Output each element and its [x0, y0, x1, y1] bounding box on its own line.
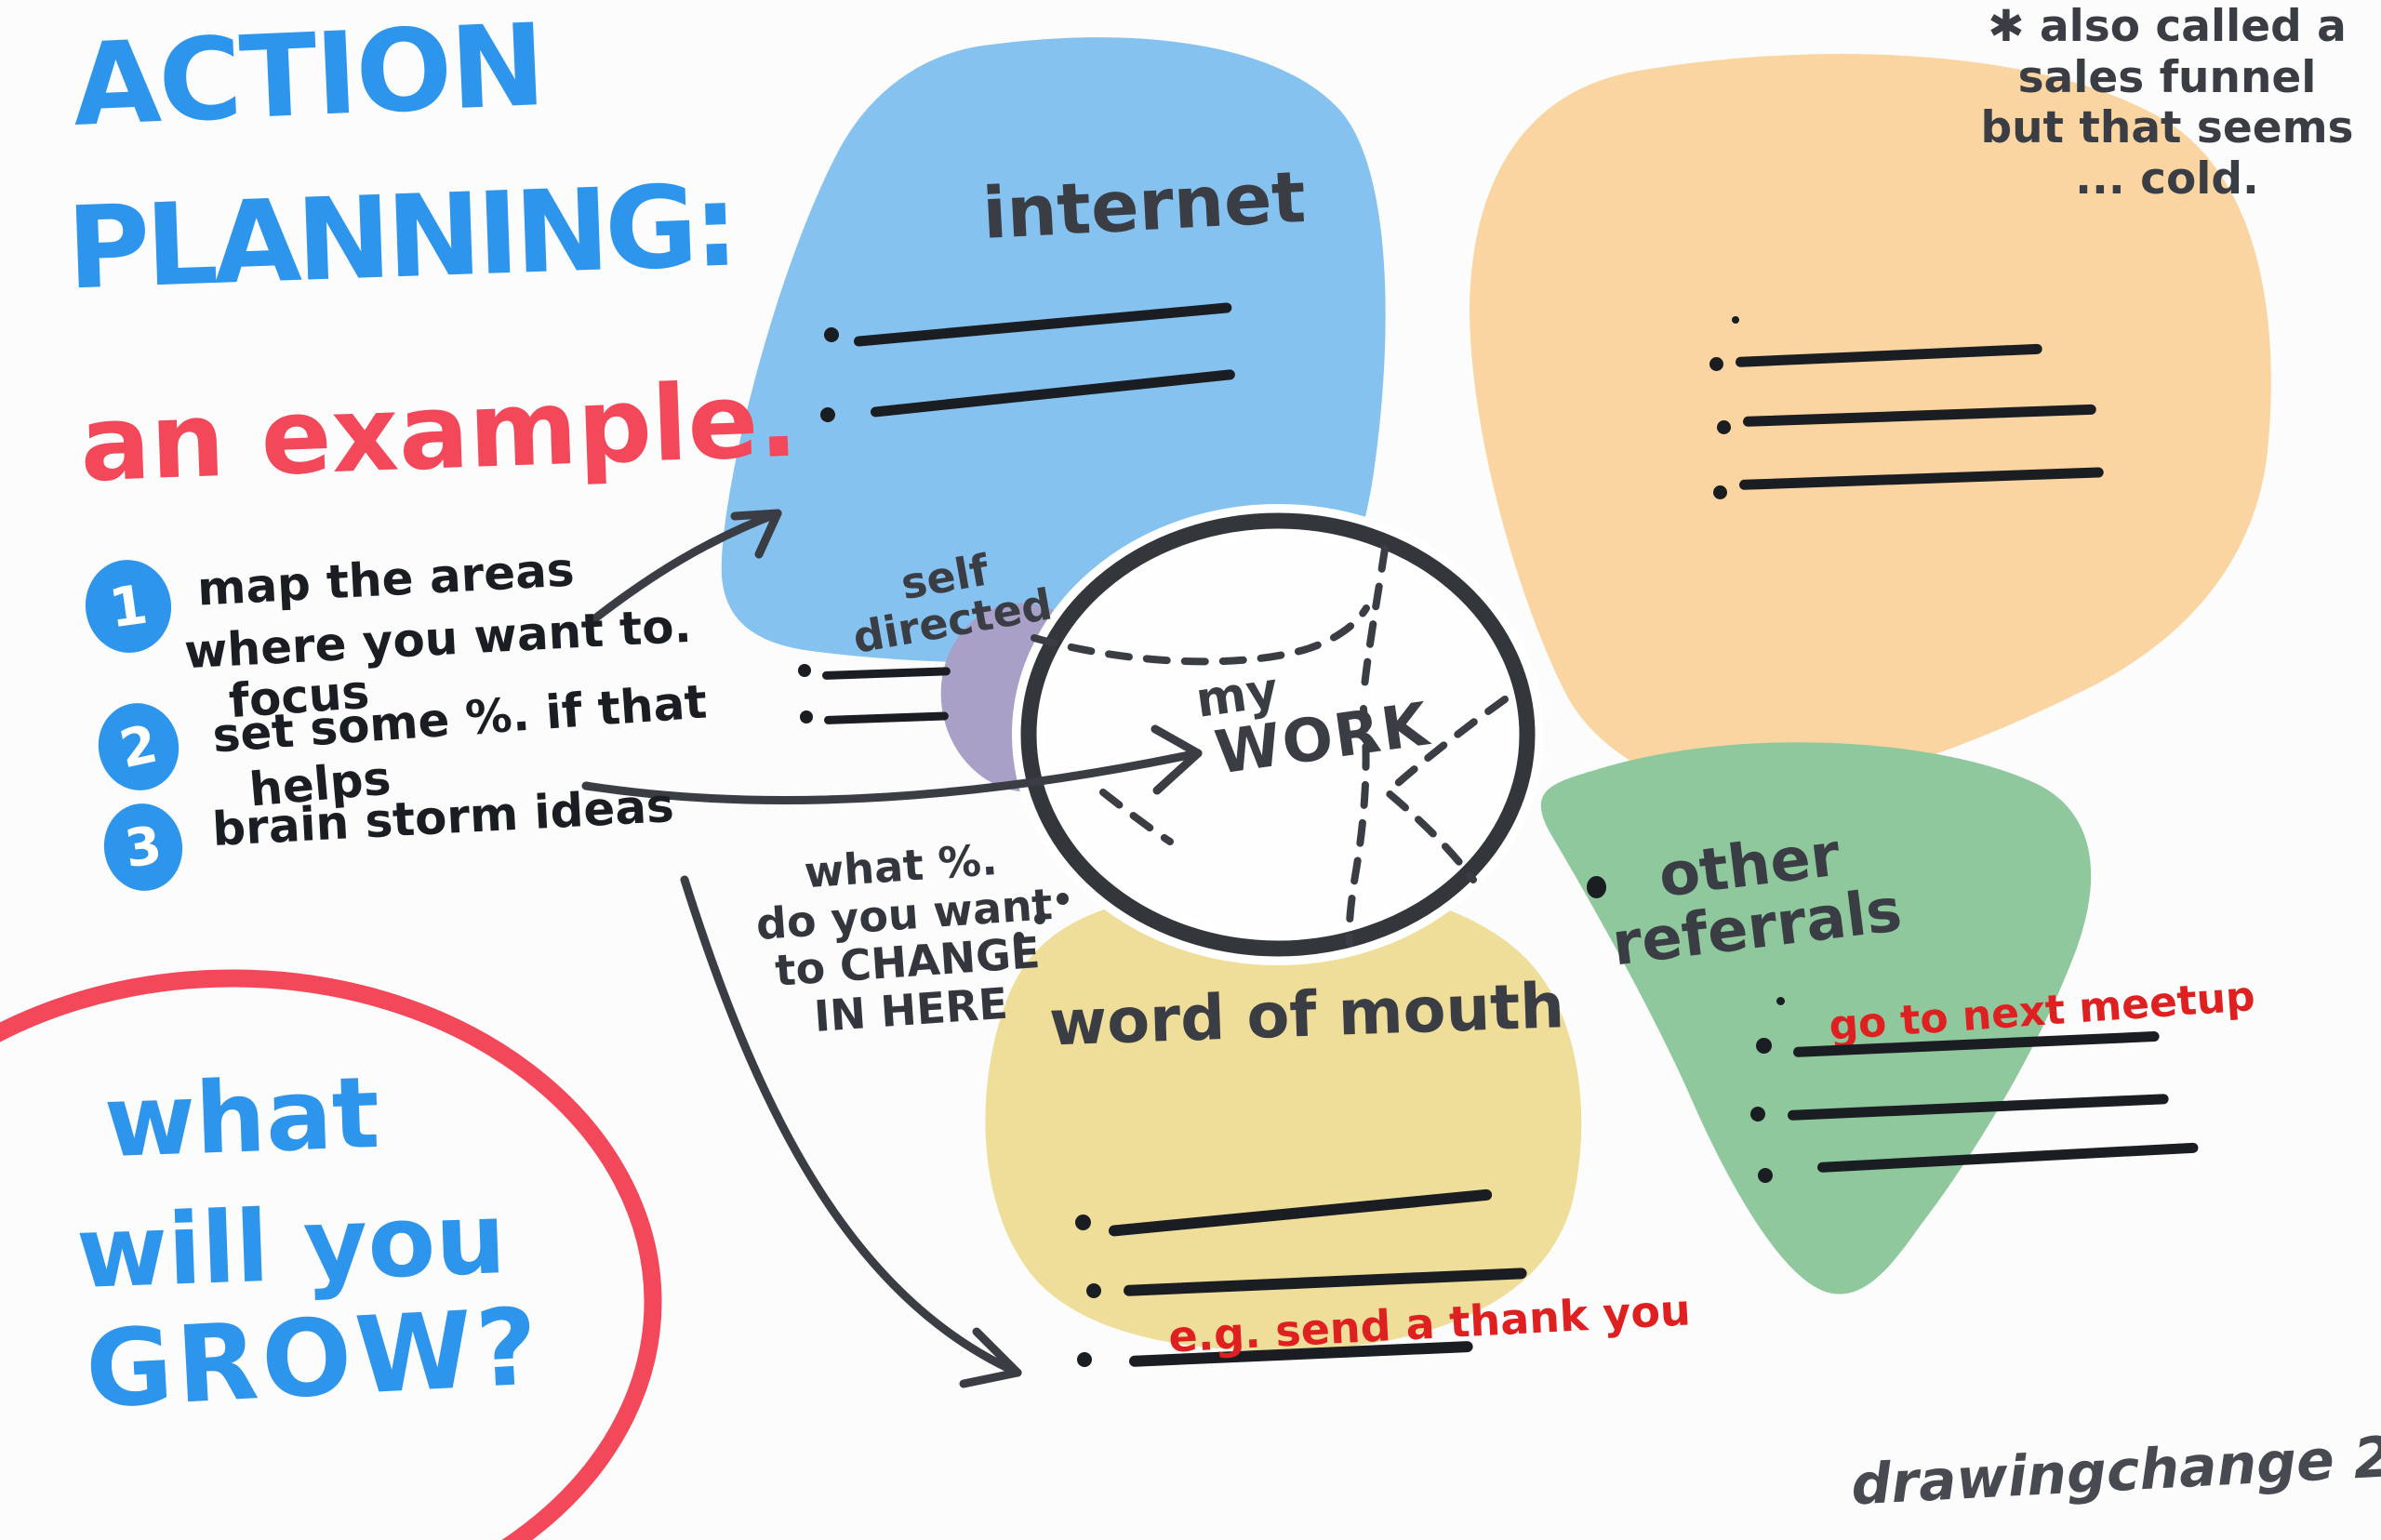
sector-divider-dashes	[1031, 545, 1509, 947]
bullet-dot	[1077, 1352, 1092, 1367]
arrow-to-internet	[587, 509, 782, 626]
stray-dot	[1732, 316, 1739, 324]
bullet-dot	[824, 327, 839, 342]
internet-blob	[721, 37, 1386, 664]
heading-bullet-dot	[1587, 876, 1606, 898]
bullet-dot	[1713, 485, 1727, 499]
sales-funnel-footnote: ✱ also called a sales funnel but that se…	[1957, 1, 2377, 205]
trail-dot	[1057, 893, 1069, 905]
bullet-dot	[1709, 357, 1723, 371]
bullet-dot	[800, 710, 813, 724]
bullet-dot	[820, 407, 835, 422]
title-subtitle: an example.	[77, 359, 800, 506]
arrow-to-my-work	[581, 724, 1203, 804]
top-right-blob	[1470, 53, 2271, 795]
footnote-line-3: but that seems	[1980, 102, 2354, 154]
bullet-dot	[1758, 1168, 1773, 1183]
my-work-circle-ring	[1020, 512, 1536, 957]
arrow-to-word-of-mouth	[680, 875, 1022, 1388]
trail-dot	[1014, 932, 1024, 942]
footnote-line-4: ... cold.	[2075, 153, 2259, 205]
bullet-dot	[798, 664, 811, 677]
bullet-dot	[1717, 420, 1731, 434]
bullet-dot	[1756, 1038, 1772, 1054]
bullet-dot	[1750, 1107, 1765, 1122]
stray-dot	[1776, 997, 1785, 1005]
grow-question-line-1: what	[102, 1055, 381, 1180]
trail-dot	[1034, 913, 1045, 924]
footnote-line-1: ✱ also called a	[1988, 1, 2347, 52]
title-line-2: PLANNING:	[64, 159, 737, 315]
title-line-1: ACTION	[70, 0, 547, 152]
grow-circle-outline	[0, 969, 662, 1540]
bullet-dot	[1075, 1215, 1091, 1230]
bullet-dot	[1086, 1283, 1101, 1298]
footnote-line-2: sales funnel	[2017, 51, 2317, 103]
